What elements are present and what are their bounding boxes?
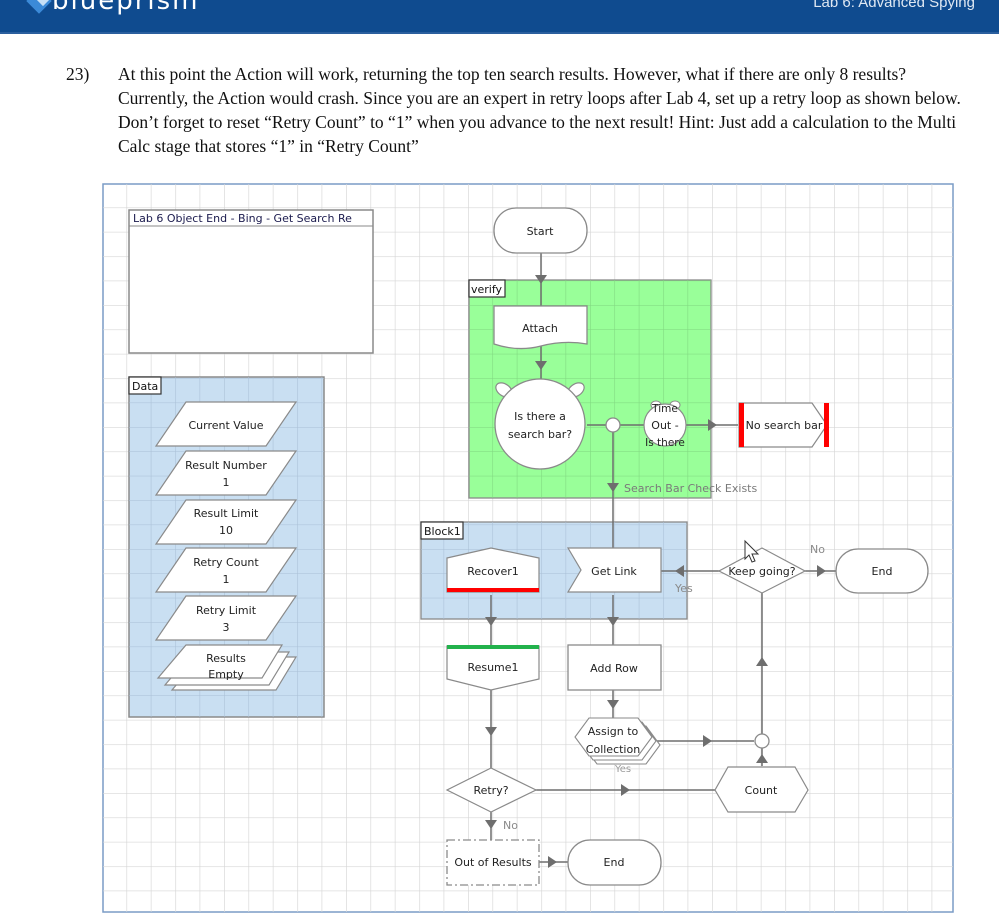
svg-text:End: End — [872, 565, 893, 578]
arrow-down-icon — [607, 483, 619, 492]
exception-out-of-results[interactable]: Out of Results — [446, 839, 540, 886]
info-box-title: Lab 6 Object End - Bing - Get Search Re — [133, 212, 352, 225]
wait-stage-is-there-search-bar[interactable]: Is there a search bar? — [493, 378, 587, 470]
svg-text:Retry?: Retry? — [473, 784, 508, 797]
svg-text:Is there: Is there — [645, 437, 685, 449]
svg-text:Out of Results: Out of Results — [454, 856, 532, 869]
arrow-down-icon — [485, 617, 497, 626]
decision-keep-going[interactable]: Keep going? — [717, 547, 807, 594]
data-item-results-collection[interactable]: Results Empty — [156, 644, 298, 691]
decision-retry[interactable]: Retry? — [445, 767, 538, 813]
arrow-up-icon — [756, 657, 768, 666]
link-label-yes: Yes — [674, 582, 693, 595]
svg-text:Current Value: Current Value — [188, 419, 263, 432]
svg-text:Retry Limit: Retry Limit — [196, 604, 257, 617]
recover-marker — [447, 588, 539, 592]
svg-text:Start: Start — [527, 225, 555, 238]
svg-text:3: 3 — [223, 621, 230, 634]
link-label-yes: Yes — [614, 764, 631, 775]
arrow-right-icon — [548, 856, 557, 868]
link-label-no: No — [503, 819, 518, 832]
arrow-down-icon — [535, 275, 547, 284]
arrow-right-icon — [708, 419, 717, 431]
arrow-right-icon — [703, 735, 712, 747]
add-row-stage[interactable]: Add Row — [567, 644, 662, 691]
svg-text:10: 10 — [219, 524, 233, 537]
block1-label: Block1 — [424, 525, 461, 538]
data-block-label: Data — [132, 380, 158, 393]
svg-text:1: 1 — [223, 476, 230, 489]
svg-text:Result Limit: Result Limit — [194, 507, 259, 520]
exception-marker — [739, 403, 744, 447]
arrow-down-icon — [485, 820, 497, 829]
svg-text:Is there a: Is there a — [514, 410, 566, 423]
svg-text:Results: Results — [206, 652, 246, 665]
svg-text:Attach: Attach — [522, 322, 558, 335]
info-box[interactable]: Lab 6 Object End - Bing - Get Search Re — [128, 209, 374, 354]
mouse-cursor-icon — [744, 539, 760, 563]
step-number: 23) — [66, 64, 90, 84]
data-item-current-value[interactable]: Current Value — [154, 401, 298, 447]
data-item-retry-limit[interactable]: Retry Limit 3 — [154, 595, 298, 641]
start-stage[interactable]: Start — [493, 207, 588, 254]
svg-text:No search bar: No search bar — [746, 419, 823, 432]
svg-text:Collection: Collection — [586, 743, 640, 756]
data-item-result-number[interactable]: Result Number 1 — [154, 450, 298, 496]
arrow-down-icon — [535, 361, 547, 370]
svg-text:Empty: Empty — [208, 668, 244, 681]
arrow-down-icon — [607, 617, 619, 626]
svg-text:Assign to: Assign to — [588, 725, 639, 738]
svg-text:Get Link: Get Link — [591, 565, 637, 578]
svg-text:End: End — [604, 856, 625, 869]
step-text: At this point the Action will work, retu… — [118, 64, 961, 156]
exception-marker — [824, 403, 829, 447]
end-stage-bottom[interactable]: End — [567, 839, 662, 886]
arrow-up-icon — [756, 754, 768, 763]
page-header: blueprism Lab 6: Advanced Spying — [0, 0, 999, 34]
end-stage-top[interactable]: End — [835, 548, 929, 594]
svg-text:Retry Count: Retry Count — [193, 556, 259, 569]
svg-text:1: 1 — [223, 573, 230, 586]
multi-calc-assign-to-collection[interactable]: Assign to Collection — [574, 717, 661, 765]
link-label-no: No — [810, 543, 825, 556]
exception-stage-no-search-bar[interactable]: No search bar — [738, 402, 829, 448]
svg-text:Out -: Out - — [651, 419, 678, 432]
resume-marker — [447, 645, 539, 649]
junction-anchor[interactable] — [754, 733, 770, 749]
junction-anchor[interactable] — [605, 417, 621, 433]
brand-name: blueprism — [52, 0, 200, 16]
arrow-left-icon — [675, 565, 684, 577]
calculation-count[interactable]: Count — [714, 766, 809, 813]
link-label-search-bar-check: Search Bar Check Exists — [624, 482, 757, 495]
svg-text:Time: Time — [651, 403, 678, 415]
svg-text:Resume1: Resume1 — [467, 661, 518, 674]
verify-block-label: verify — [471, 283, 503, 296]
get-link-stage[interactable]: Get Link — [566, 547, 662, 593]
arrow-right-icon — [817, 565, 826, 577]
resume-stage[interactable]: Resume1 — [446, 645, 540, 691]
link-arrows — [485, 275, 826, 868]
data-item-result-limit[interactable]: Result Limit 10 — [154, 499, 298, 545]
svg-text:Result Number: Result Number — [185, 459, 267, 472]
recover-stage[interactable]: Recover1 — [446, 547, 540, 593]
arrow-down-icon — [607, 700, 619, 709]
attach-stage[interactable]: Attach — [493, 305, 588, 350]
section-title: Lab 6: Advanced Spying — [813, 0, 975, 11]
timeout-stage[interactable]: Time Out - Is there — [643, 400, 687, 449]
arrow-down-icon — [485, 727, 497, 736]
svg-text:Add Row: Add Row — [590, 662, 638, 675]
svg-text:Recover1: Recover1 — [467, 565, 519, 578]
data-item-retry-count[interactable]: Retry Count 1 — [154, 547, 298, 593]
arrow-right-icon — [621, 784, 630, 796]
svg-text:Keep going?: Keep going? — [728, 565, 795, 578]
svg-text:Count: Count — [745, 784, 778, 797]
svg-text:search bar?: search bar? — [508, 428, 572, 441]
